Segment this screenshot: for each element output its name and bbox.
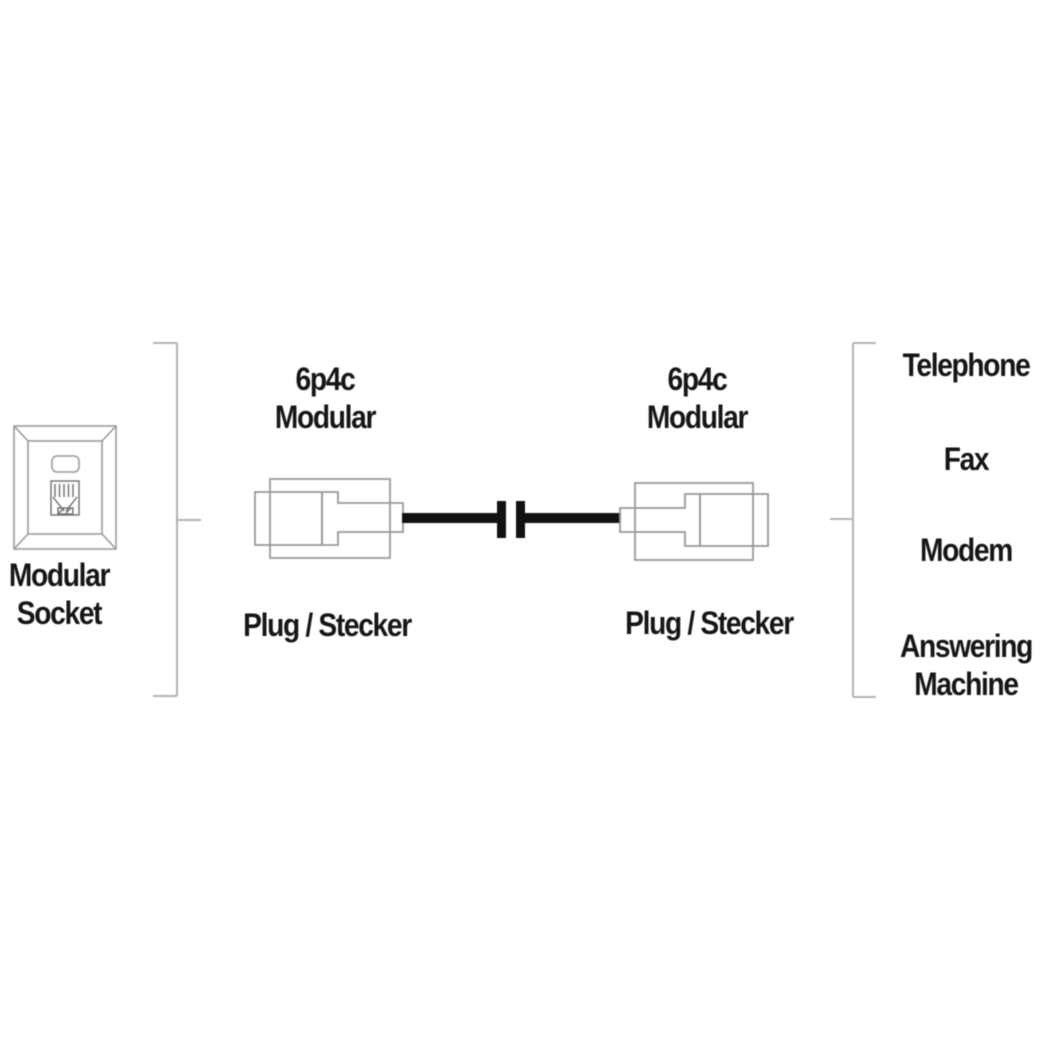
socket-jack-icon — [50, 480, 80, 516]
device-label-fax: Fax — [943, 441, 990, 477]
rj11-plug-left-icon — [254, 478, 404, 559]
right-bracket — [830, 342, 876, 698]
socket-label: Modular Socket — [8, 557, 111, 631]
left-plug-label: Plug / Stecker — [243, 607, 412, 643]
right-plug-label: Plug / Stecker — [625, 605, 794, 641]
device-label-answering-machine: Answering Machine — [899, 628, 1033, 702]
device-label-telephone: Telephone — [902, 347, 1031, 383]
cable-icon — [402, 501, 621, 538]
device-label-modem: Modem — [920, 532, 1013, 568]
rj11-plug-right-icon — [619, 482, 769, 561]
right-plug-type-label: 6p4c Modular — [646, 361, 749, 435]
left-plug-type-label: 6p4c Modular — [274, 361, 377, 435]
modular-socket-icon — [13, 425, 117, 550]
left-bracket — [153, 342, 201, 697]
cable-break-icon — [497, 501, 525, 538]
